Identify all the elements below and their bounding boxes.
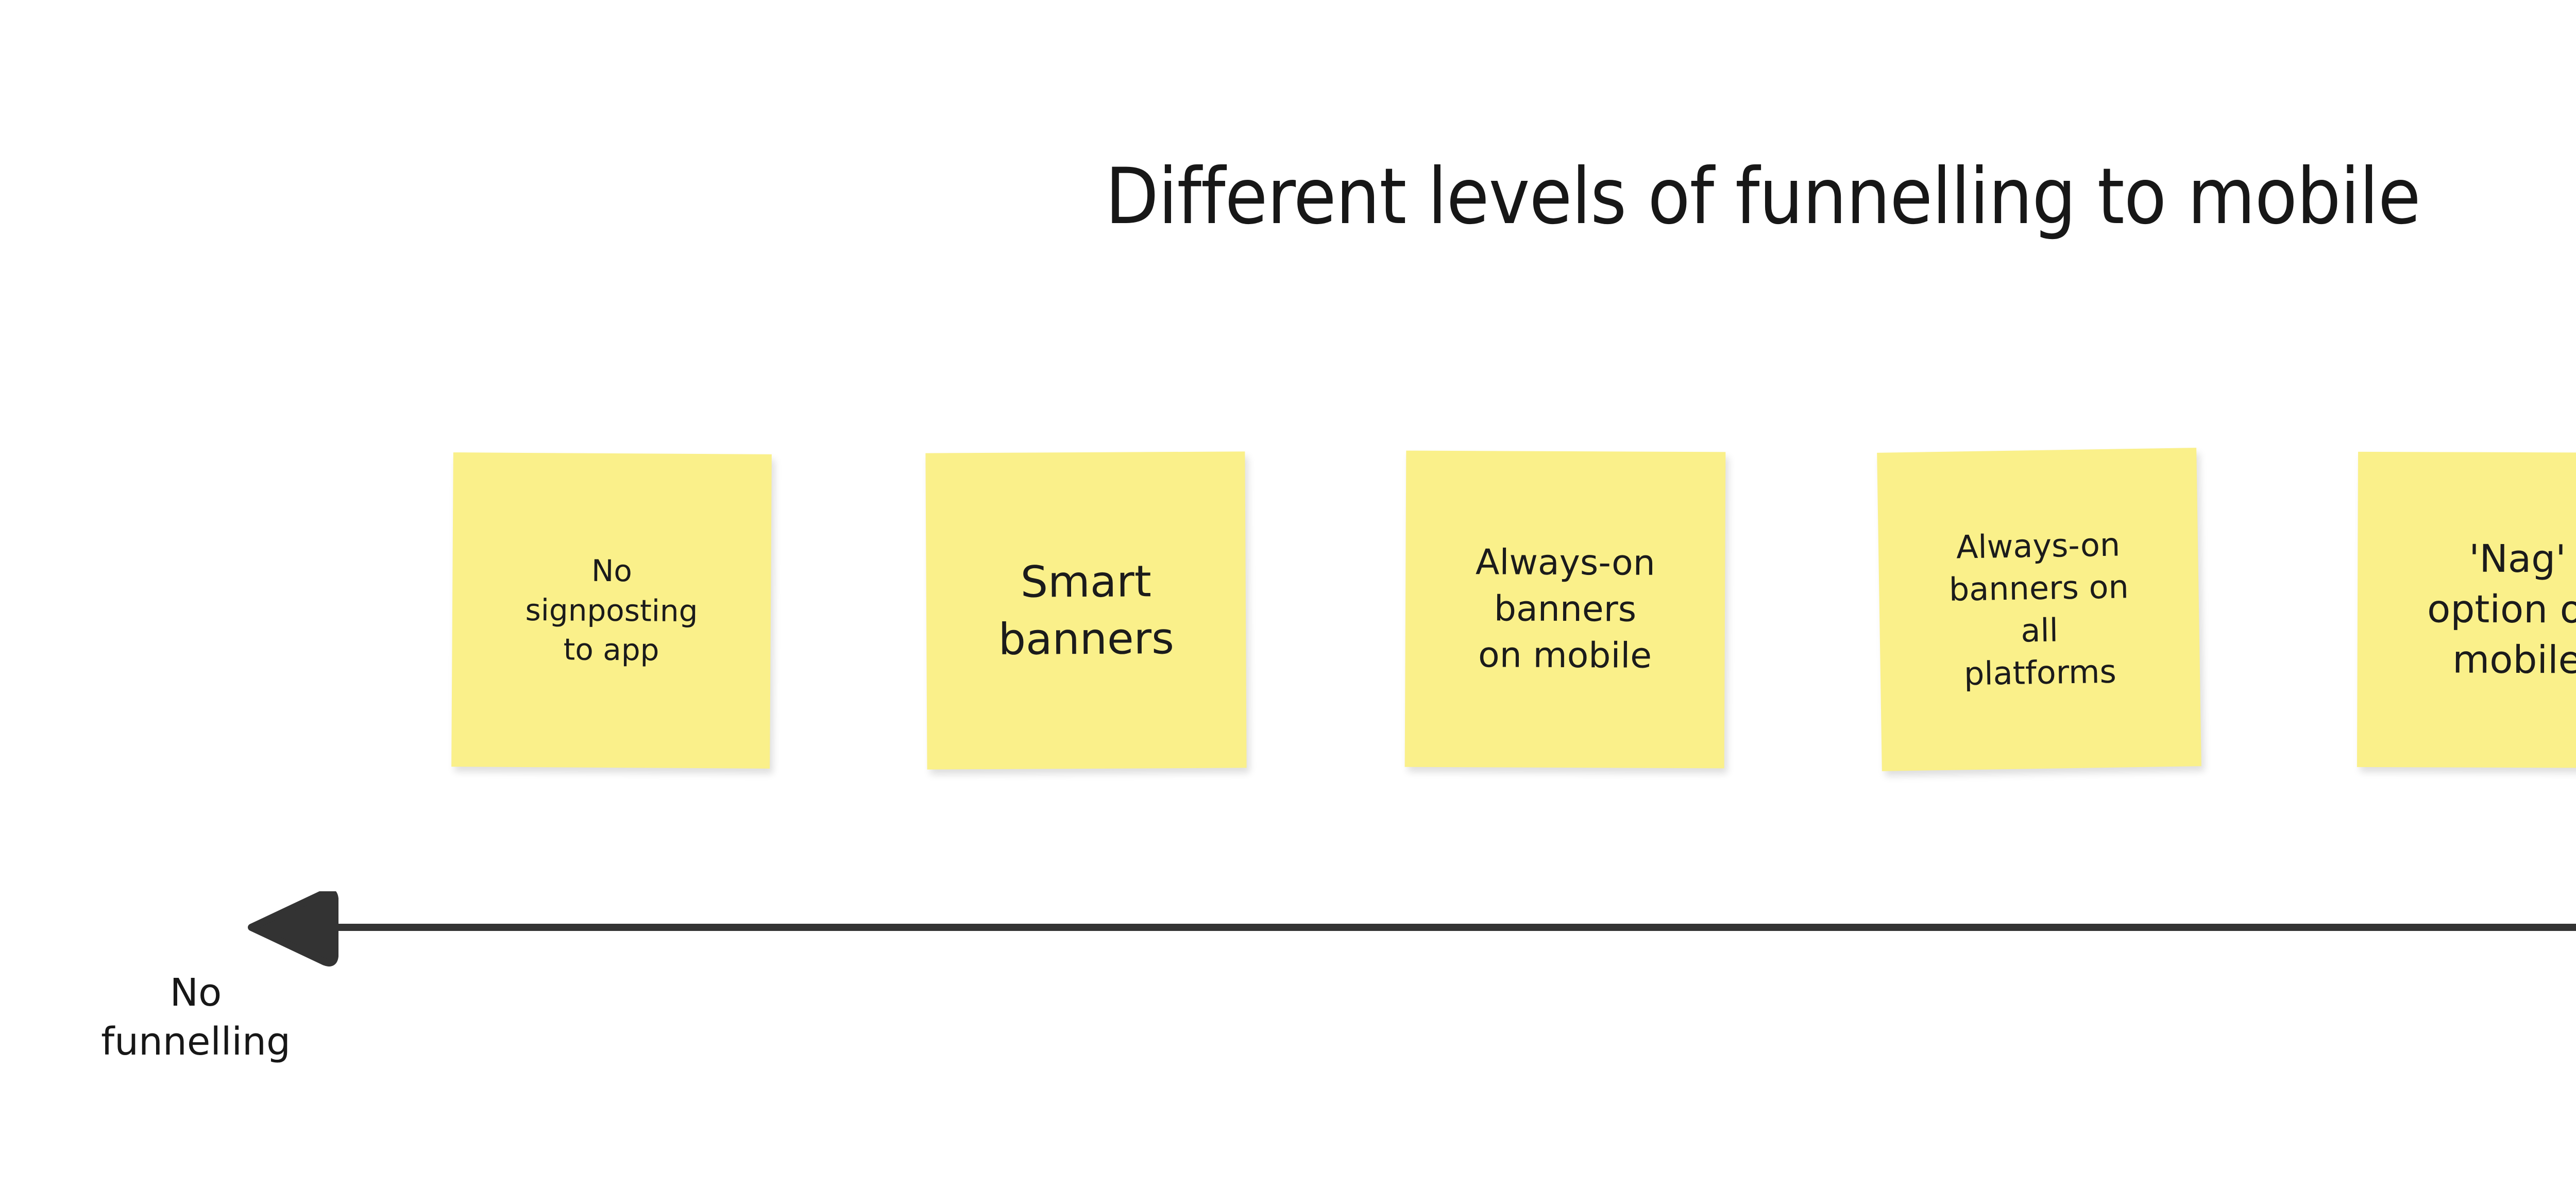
axis-label-min: No funnelling (101, 971, 291, 1064)
sticky-note-label: Smart banners (998, 556, 1175, 665)
sticky-note-label: Always-on banners on mobile (1475, 542, 1656, 676)
double-arrow-icon (242, 891, 2576, 969)
sticky-note[interactable]: Smart banners (925, 451, 1247, 770)
sticky-note[interactable]: Always-on banners on all platforms (1877, 448, 2201, 771)
sticky-note-label: Always-on banners on all platforms (1948, 525, 2129, 693)
page-title: Different levels of funnelling to mobile (1105, 152, 2421, 242)
sticky-note-label: 'Nag' option on mobile (2427, 537, 2576, 683)
sticky-note[interactable]: 'Nag' option on mobile (2357, 451, 2576, 769)
sticky-note[interactable]: Always-on banners on mobile (1404, 450, 1726, 769)
sticky-note-label: No signposting to app (525, 553, 698, 668)
sticky-note[interactable]: No signposting to app (451, 452, 772, 769)
